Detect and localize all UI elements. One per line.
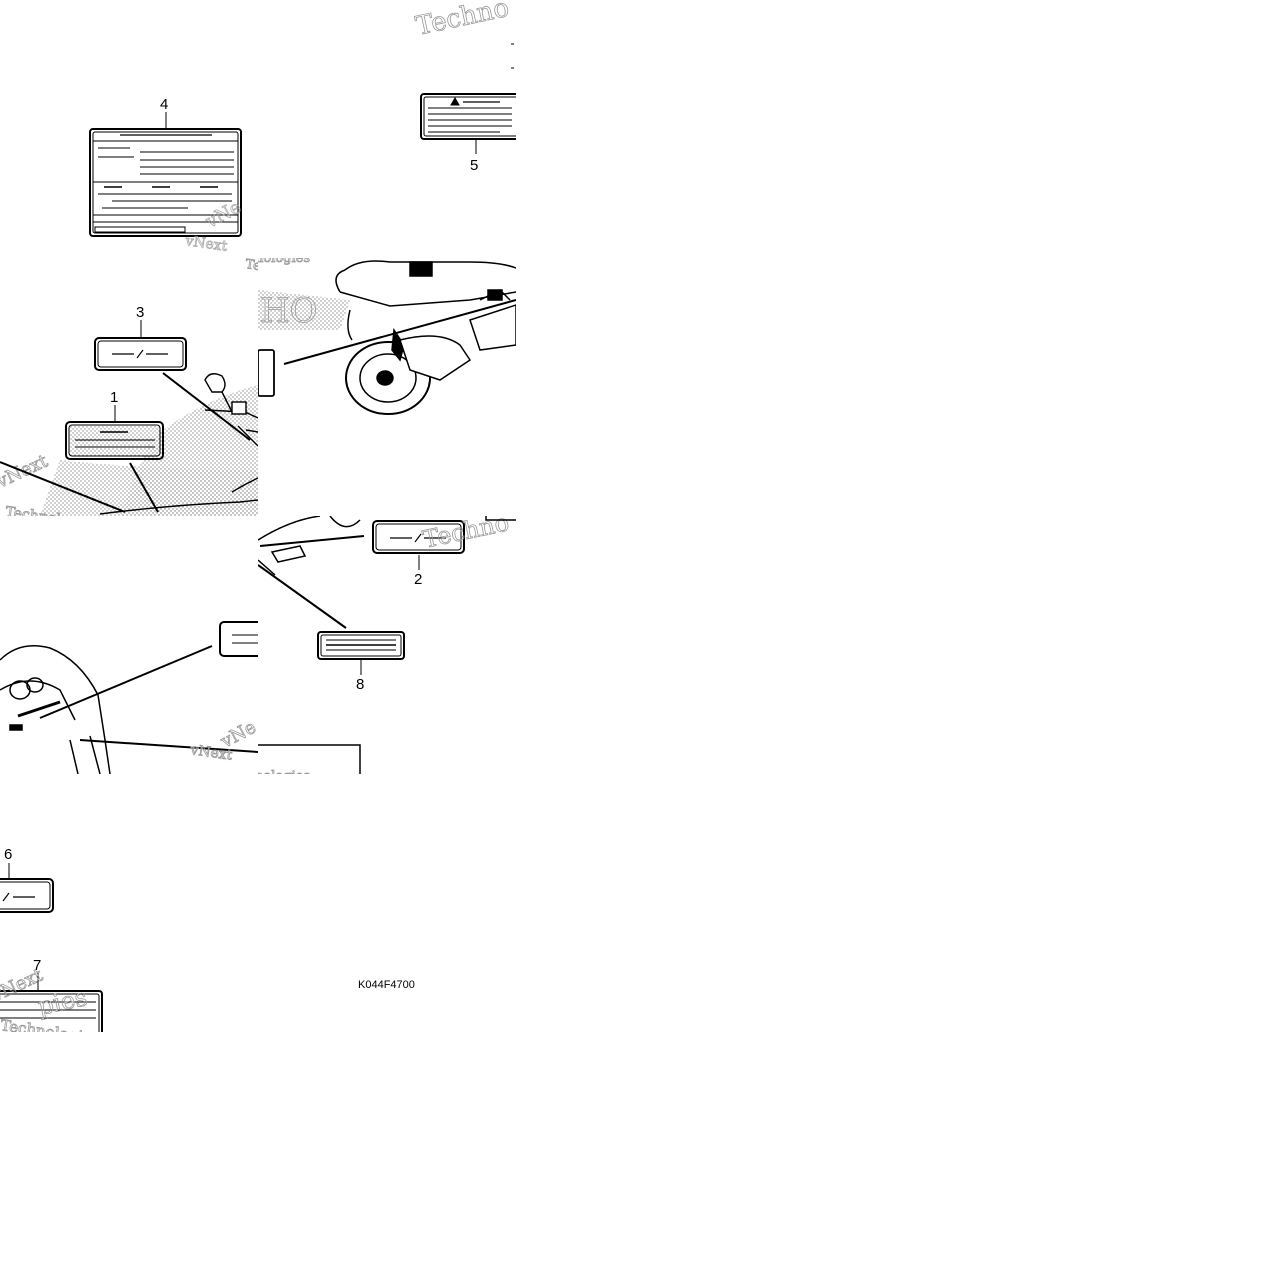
svg-text:Technologies: Technologies: [0, 1016, 100, 1048]
svg-text:HO: HO: [260, 291, 318, 331]
svg-text:Techno: Techno: [420, 508, 511, 554]
callout-3: 3: [136, 304, 144, 321]
callout-7: 7: [33, 957, 41, 974]
scooter-rear-sketch: [335, 260, 516, 415]
callout-8: 8: [356, 676, 364, 693]
callout-6: 6: [4, 846, 12, 863]
svg-text:nologies: nologies: [255, 769, 310, 784]
scooter-front-view-sketch: [0, 645, 111, 774]
label-plate-5: [420, 93, 516, 140]
svg-text:pies: pies: [35, 983, 89, 1021]
tile-label-4: 4 vNext vNe: [89, 96, 245, 255]
tile-labels-6-7: 6 7 vNext Technologies pies: [0, 846, 103, 1048]
label-plate-8: [317, 631, 405, 660]
scooter-front-sketch: [99, 373, 258, 515]
callout-2: 2: [414, 571, 422, 588]
tile-labels-3-1: vNext Technologies Technologies 3 1: [0, 258, 258, 516]
diagram-code: K044F4700: [358, 979, 415, 991]
watermark-text: vNext: [183, 233, 228, 255]
tile-front-view: vNext vNe: [0, 621, 258, 774]
label-plate-1: [65, 421, 164, 460]
tile-labels-2-8: Techno 2 8 nologies: [255, 508, 516, 784]
svg-text:nologies: nologies: [255, 251, 310, 266]
callout-5: 5: [470, 157, 478, 174]
tile-label-5: Techno 5: [413, 0, 516, 174]
label-plate-7: [0, 990, 103, 1032]
label-plate-6: [0, 878, 54, 913]
scooter-floor-sketch: [258, 516, 361, 576]
label-plate-3: [94, 337, 187, 371]
callout-4: 4: [160, 96, 168, 113]
watermark-fragment: Techno: [413, 0, 512, 42]
tile-scooter-rear: HO nologies: [255, 251, 516, 415]
label-plate-4: [89, 128, 242, 237]
svg-text:vNext: vNext: [188, 742, 233, 764]
label-plate-2: [372, 520, 465, 554]
callout-1: 1: [110, 389, 118, 406]
